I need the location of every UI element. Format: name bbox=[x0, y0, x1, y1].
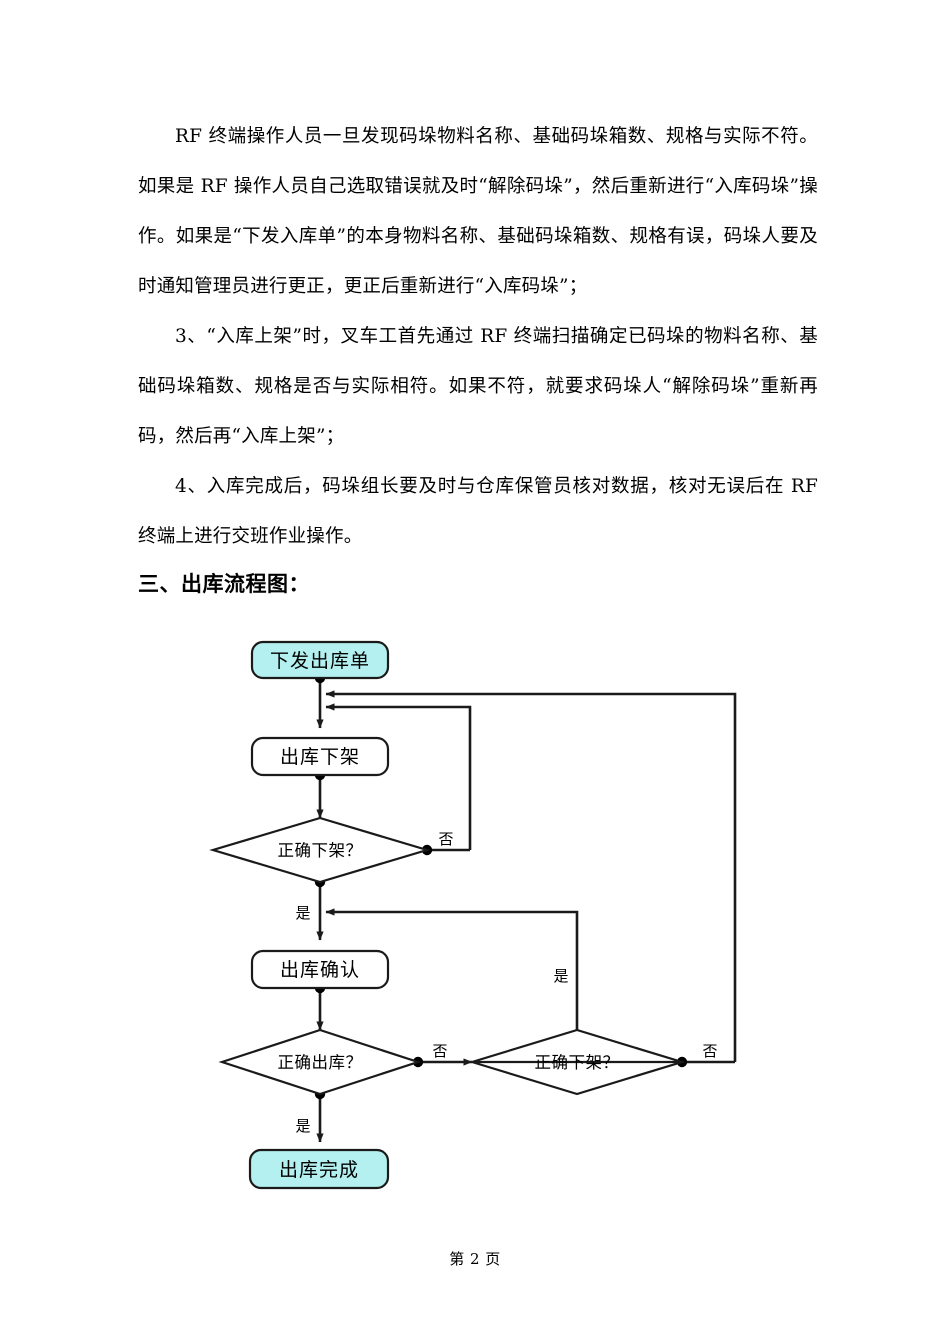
node-decision-outbound-label: 正确出库？ bbox=[278, 1053, 363, 1072]
node-decision-picking-2-label: 正确下架？ bbox=[535, 1053, 620, 1072]
node-picking-shape bbox=[250, 736, 390, 777]
outbound-flowchart: 下发出库单 出库下架 正确下架？ 出库确认 正确出库？ bbox=[0, 610, 950, 1210]
node-decision-outbound-shape bbox=[218, 1028, 422, 1096]
node-decision-picking[interactable]: 正确下架？ bbox=[209, 816, 431, 884]
flow-connectors bbox=[316, 678, 737, 1143]
body-text-block: RF 终端操作人员一旦发现码垛物料名称、基础码垛箱数、规格与实际不符。如果是 R… bbox=[138, 112, 818, 562]
paragraph-2: 3、“入库上架”时，叉车工首先通过 RF 终端扫描确定已码垛的物料名称、基础码垛… bbox=[138, 326, 818, 447]
paragraph-3: 4、入库完成后，码垛组长要及时与仓库保管员核对数据，核对无误后在 RF 终端上进… bbox=[138, 476, 818, 547]
edge-right-diamond-yes bbox=[325, 908, 579, 1062]
edge-label-yes-1: 是 bbox=[295, 904, 310, 922]
edge-inner-no-loop bbox=[325, 703, 472, 850]
node-start-label: 下发出库单 bbox=[270, 650, 370, 672]
edge-label-no-2: 否 bbox=[432, 1042, 447, 1060]
node-picking[interactable]: 出库下架 bbox=[250, 736, 390, 777]
edge-label-yes-2: 是 bbox=[553, 967, 568, 985]
node-decision-picking-2[interactable]: 正确下架？ bbox=[471, 1028, 686, 1096]
paragraph-1: RF 终端操作人员一旦发现码垛物料名称、基础码垛箱数、规格与实际不符。如果是 R… bbox=[138, 126, 818, 297]
edge-label-yes-3: 是 bbox=[295, 1117, 310, 1135]
node-confirm[interactable]: 出库确认 bbox=[250, 949, 390, 990]
node-start-shape bbox=[250, 640, 390, 680]
flow-junction-dots bbox=[314, 672, 688, 1100]
node-decision-picking-2-shape bbox=[471, 1028, 686, 1096]
node-confirm-label: 出库确认 bbox=[280, 959, 360, 981]
node-confirm-shape bbox=[250, 949, 390, 990]
node-start[interactable]: 下发出库单 bbox=[250, 640, 390, 680]
node-decision-picking-label: 正确下架？ bbox=[278, 841, 363, 860]
page-footer: 第 2 页 bbox=[449, 1250, 501, 1268]
node-decision-outbound[interactable]: 正确出库？ bbox=[218, 1028, 422, 1096]
edge-label-no-1: 否 bbox=[438, 830, 453, 848]
node-end-label: 出库完成 bbox=[279, 1159, 359, 1181]
edge-outer-no-loop bbox=[325, 690, 737, 1062]
node-end-shape bbox=[248, 1148, 390, 1190]
edge-label-no-3: 否 bbox=[702, 1042, 717, 1060]
node-end[interactable]: 出库完成 bbox=[248, 1148, 390, 1190]
section-heading: 三、出库流程图： bbox=[138, 571, 310, 596]
node-picking-label: 出库下架 bbox=[280, 746, 360, 768]
node-decision-picking-shape bbox=[209, 816, 431, 884]
